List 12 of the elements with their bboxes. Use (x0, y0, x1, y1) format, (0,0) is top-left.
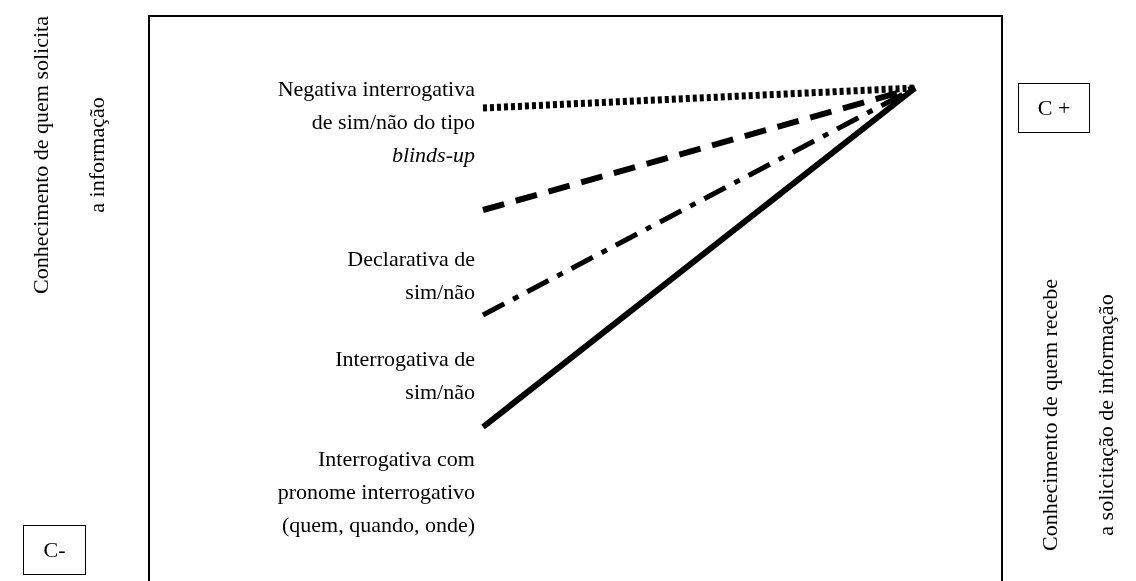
statement-label: Negativa interrogativa de sim/não do tipo blinds-up (277, 76, 475, 167)
statement-label: Declarativa de sim/não (347, 246, 475, 304)
line (482, 84, 916, 112)
level-box: C- (23, 525, 86, 575)
line (482, 85, 916, 213)
axis-label: Conhecimento de quem solicita a informação (26, 15, 110, 296)
statement-label: Interrogativa com pronome interrogativo (quem, quando, onde) (277, 446, 475, 537)
axis-label: Conhecimento de quem recebe a solicitação de informação (1036, 278, 1119, 553)
line (481, 85, 917, 430)
diagram-frame (148, 15, 1003, 581)
level-box: C + (1018, 83, 1090, 133)
statement-label: Interrogativa de sim/não (335, 346, 475, 404)
